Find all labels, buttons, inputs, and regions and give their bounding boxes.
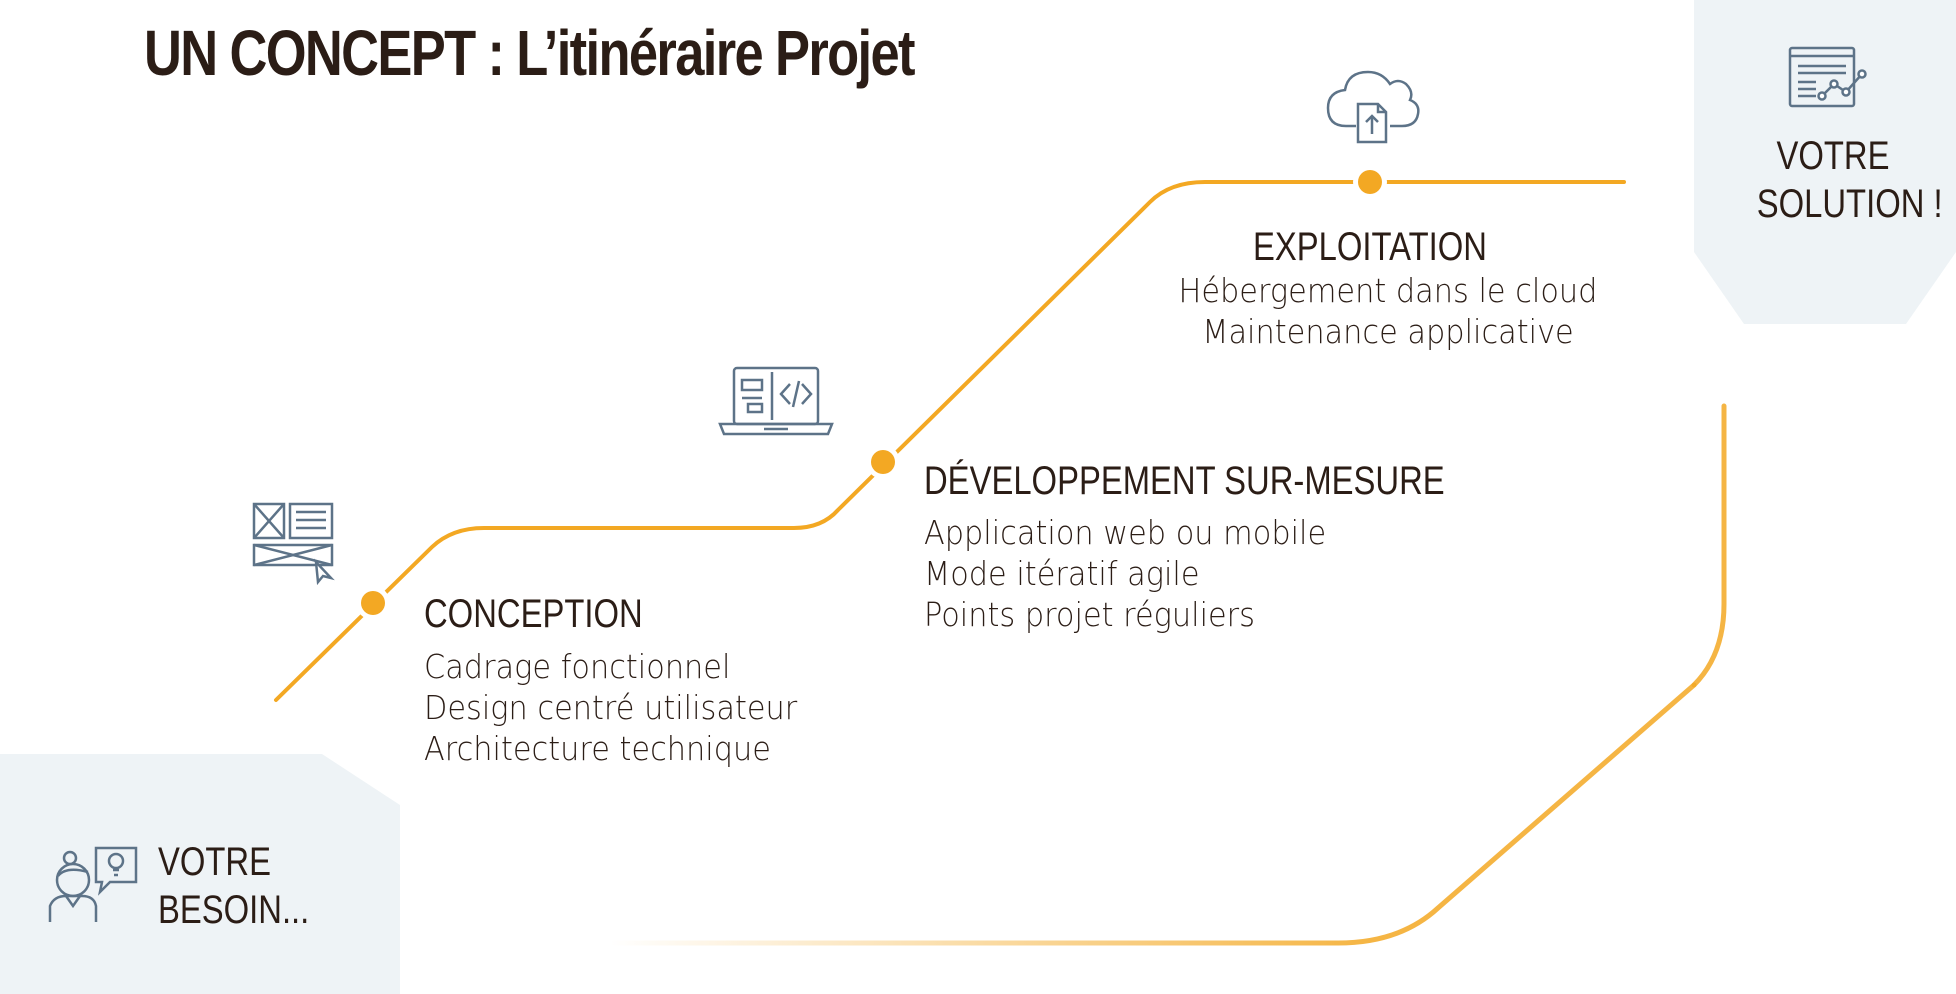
step-detail-line: Cadrage fonctionnel [424,647,731,686]
step-details-developpement: Application web ou mobile Mode itératif … [924,512,1361,635]
start-badge-shape [0,754,400,994]
marker-exploitation [1353,165,1387,199]
start-badge-line2: BESOIN... [158,888,310,932]
step-details-exploitation: Hébergement dans le cloud Maintenance ap… [1148,270,1628,352]
marker-conception [356,586,390,620]
itinerary-path [274,180,1626,702]
step-detail-line: Points projet réguliers [924,595,1255,634]
step-detail-line: Hébergement dans le cloud [1178,271,1598,310]
step-title-exploitation: EXPLOITATION [1253,225,1487,269]
return-path-bottom [607,682,1697,946]
start-badge-line1: VOTRE [158,840,271,884]
start-badge-label: VOTRE BESOIN... [158,838,309,934]
laptop-code-icon [718,366,834,436]
step-details-conception: Cadrage fonctionnel Design centré utilis… [424,646,830,769]
step-title-developpement: DÉVELOPPEMENT SUR-MESURE [924,459,1445,503]
step-detail-line: Maintenance applicative [1202,312,1574,351]
step-detail-line: Architecture technique [424,729,771,768]
end-badge-label: VOTRE SOLUTION ! [1756,132,1943,228]
wireframe-icon [252,502,335,586]
end-badge-line1: VOTRE [1776,134,1890,178]
step-title-conception: CONCEPTION [424,592,643,636]
cloud-upload-icon [1326,70,1420,144]
step-detail-line: Design centré utilisateur [424,688,798,727]
end-badge-line2: SOLUTION ! [1756,182,1943,226]
step-detail-line: Application web ou mobile [924,513,1327,552]
dashboard-analytics-icon [1788,46,1867,108]
return-path-vertical [1691,403,1727,688]
marker-developpement [866,445,900,479]
step-detail-line: Mode itératif agile [924,554,1200,593]
end-badge-shape [1694,0,1956,324]
person-lightbulb-icon [48,846,138,922]
page-title: UN CONCEPT : L’itinéraire Projet [144,17,915,89]
